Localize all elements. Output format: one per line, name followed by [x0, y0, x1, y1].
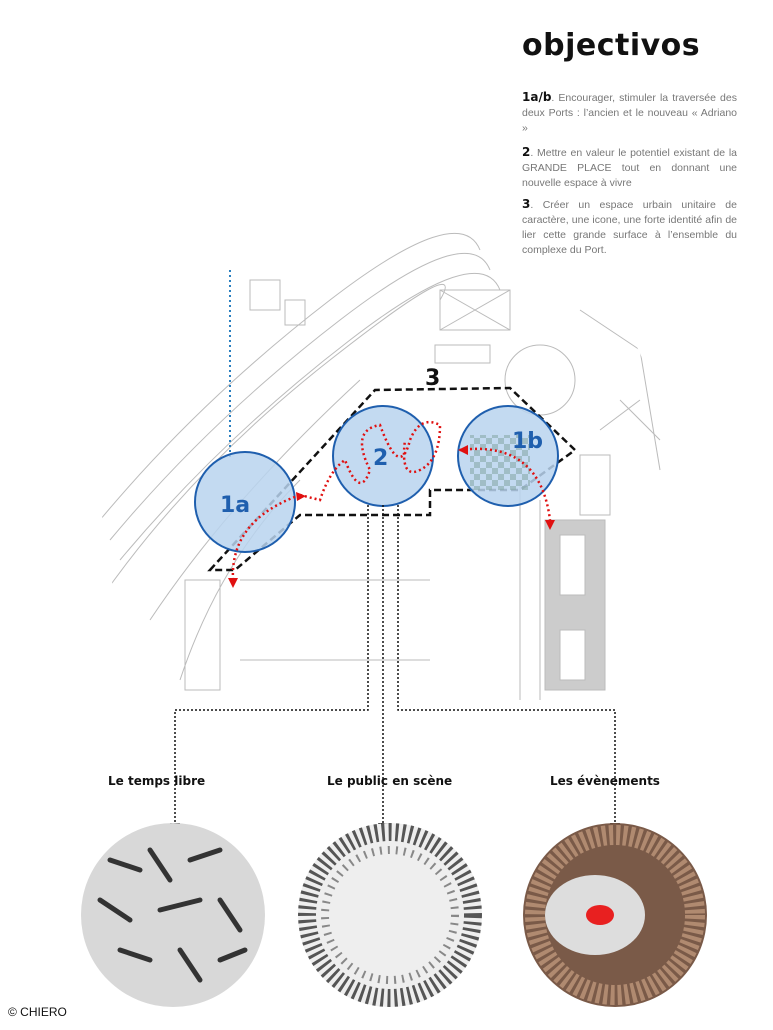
photo-temps-libre [81, 823, 265, 1007]
objective-text: . Mettre en valeur le potentiel existant… [522, 147, 737, 189]
zone-label-1a: 1a [220, 493, 250, 518]
objective-number: 2 [522, 145, 531, 159]
theme-label-evenements: Les évènements [550, 774, 660, 788]
objective-2: 2. Mettre en valeur le potentiel existan… [522, 145, 737, 191]
objective-text: . Créer un espace urbain unitaire de car… [522, 199, 737, 256]
theme-label-public-en-scene: Le public en scène [327, 774, 453, 788]
connector-lines [174, 505, 616, 825]
objective-number: 1a/b [522, 90, 552, 104]
photo-public-en-scene [298, 823, 482, 1007]
zone-label-1b: 1b [512, 429, 543, 454]
pedestrian-paths [231, 420, 552, 581]
map-base [99, 232, 661, 700]
zone-1b [457, 405, 559, 507]
copyright: © CHIERO [8, 1005, 67, 1019]
objective-3: 3. Créer un espace urbain unitaire de ca… [522, 197, 737, 258]
objective-text: . Encourager, stimuler la traversée des … [522, 92, 737, 134]
zone-label-3: 3 [425, 366, 440, 391]
zone-label-2: 2 [373, 446, 388, 471]
zone-3-outline [207, 386, 577, 572]
zone-1a [194, 451, 296, 553]
page-title: objectivos [522, 28, 701, 63]
photo-evenements [523, 823, 707, 1007]
theme-label-temps-libre: Le temps libre [108, 774, 206, 788]
objective-number: 3 [522, 197, 531, 211]
objective-1: 1a/b. Encourager, stimuler la traversée … [522, 90, 737, 136]
